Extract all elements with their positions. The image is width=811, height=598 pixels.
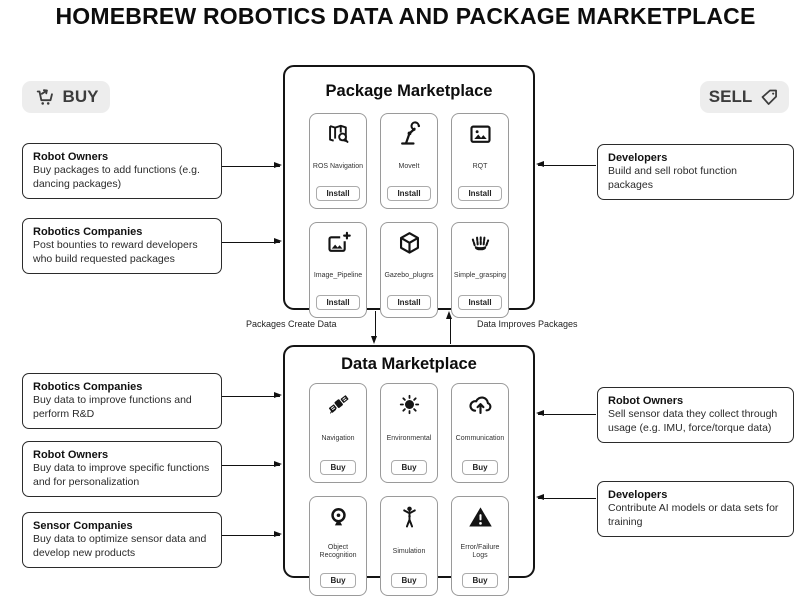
data-card-navigation: Navigation Buy — [309, 383, 367, 483]
buy-button[interactable]: Buy — [462, 573, 498, 588]
data-card-label: Error/Failure Logs — [460, 543, 500, 559]
install-button[interactable]: Install — [387, 185, 431, 201]
package-card-ros-navigation: ROS Navigation Install — [309, 113, 367, 209]
sell-badge-label: SELL — [708, 87, 753, 106]
arrow-robot-owners-sell-to-data-marketplace — [536, 410, 596, 417]
sun-icon — [396, 391, 423, 418]
warning-icon — [467, 504, 494, 531]
buy-button[interactable]: Buy — [320, 459, 356, 475]
package-marketplace-title: Package Marketplace — [325, 82, 493, 100]
map-search-icon — [325, 121, 352, 148]
data-marketplace-box: Data Marketplace Navigation — [283, 345, 535, 596]
sidebox-body: Buy packages to add functions (e.g. danc… — [33, 164, 200, 190]
package-card-label: RQT — [472, 162, 488, 170]
package-card-simple-grasping: Simple_grasping Install — [451, 222, 509, 318]
package-card-label: Image_Pipeline — [313, 271, 363, 279]
sidebox-body: Post bounties to reward developers who b… — [33, 239, 198, 265]
data-card-communication: Communication Buy — [451, 383, 509, 483]
sidebox-robot-owners-sell-data: Robot Owners Sell sensor data they colle… — [597, 387, 794, 443]
sidebox-robot-owners-buy-data: Robot Owners Buy data to improve specifi… — [22, 441, 222, 497]
sidebox-developers-contribute: Developers Contribute AI models or data … — [597, 481, 794, 537]
package-card-label: ROS Navigation — [312, 162, 364, 170]
sidebox-body: Buy data to improve functions and perfor… — [33, 394, 192, 420]
webcam-icon — [325, 504, 352, 531]
data-cards: Navigation Buy Environmental Buy — [285, 383, 533, 596]
buy-button[interactable]: Buy — [462, 459, 498, 475]
data-card-simulation: Simulation Buy — [380, 496, 438, 596]
data-card-label: Communication — [455, 434, 505, 442]
data-card-object-recognition: Object Recognition Buy — [309, 496, 367, 596]
robot-arm-icon — [396, 121, 423, 148]
package-card-image-pipeline: Image_Pipeline Install — [309, 222, 367, 318]
install-button[interactable]: Install — [458, 185, 502, 201]
data-card-label: Environmental — [386, 434, 432, 442]
page-title: HOMEBREW ROBOTICS DATA AND PACKAGE MARKE… — [55, 3, 756, 29]
package-card-label: Gazebo_plugns — [384, 271, 434, 279]
sidebox-robotics-companies-buy-data: Robotics Companies Buy data to improve f… — [22, 373, 222, 429]
sidebox-heading: Robot Owners — [33, 151, 109, 163]
buy-button[interactable]: Buy — [391, 572, 427, 588]
data-card-label: Simulation — [392, 547, 426, 555]
buy-button[interactable]: Buy — [320, 573, 356, 588]
flow-label-packages-create-data: Packages Create Data — [246, 319, 337, 329]
arrow-developers-contribute-to-data-marketplace — [536, 494, 596, 501]
image-plus-icon — [325, 230, 352, 257]
arrow-data-to-package — [446, 311, 453, 344]
package-marketplace-box: Package Marketplace ROS Navigation Insta… — [283, 65, 535, 318]
buy-badge[interactable]: BUY — [22, 81, 110, 113]
arrow-robotics-companies-to-package-marketplace — [222, 238, 282, 245]
sidebox-heading: Robotics Companies — [33, 381, 143, 393]
satellite-icon — [325, 391, 352, 418]
package-card-label: MoveIt — [398, 162, 420, 170]
package-card-rqt: RQT Install — [451, 113, 509, 209]
install-button[interactable]: Install — [387, 294, 431, 310]
arrow-sensor-companies-to-data-marketplace — [222, 531, 282, 538]
data-card-environmental: Environmental Buy — [380, 383, 438, 483]
data-card-label: Object Recognition — [319, 543, 357, 559]
data-card-label: Navigation — [321, 434, 355, 442]
sidebox-heading: Sensor Companies — [33, 520, 133, 532]
data-card-error-failure-logs: Error/Failure Logs Buy — [451, 496, 509, 596]
data-marketplace-title: Data Marketplace — [341, 355, 477, 373]
shopping-cart-icon — [34, 86, 56, 108]
sidebox-sensor-companies: Sensor Companies Buy data to optimize se… — [22, 512, 222, 568]
sidebox-body: Buy data to improve specific functions a… — [33, 462, 210, 488]
package-card-gazebo-plugns: Gazebo_plugns Install — [380, 222, 438, 318]
sidebox-heading: Developers — [608, 489, 668, 501]
cloud-upload-icon — [467, 391, 494, 418]
arrow-package-to-data — [371, 311, 378, 344]
sidebox-robot-owners-buy-packages: Robot Owners Buy packages to add functio… — [22, 143, 222, 199]
sell-badge[interactable]: SELL — [700, 81, 789, 113]
install-button[interactable]: Install — [458, 294, 502, 310]
sidebox-body: Build and sell robot function packages — [608, 165, 737, 191]
mannequin-icon — [396, 504, 423, 531]
price-tag-icon — [759, 87, 780, 108]
sidebox-robotics-companies-bounties: Robotics Companies Post bounties to rewa… — [22, 218, 222, 274]
sidebox-body: Buy data to optimize sensor data and dev… — [33, 533, 207, 559]
sidebox-body: Sell sensor data they collect through us… — [608, 408, 778, 434]
arrow-developers-to-package-marketplace — [536, 161, 596, 168]
sidebox-heading: Robotics Companies — [33, 226, 143, 238]
sidebox-heading: Robot Owners — [608, 395, 684, 407]
package-cards: ROS Navigation Install MoveIt — [285, 113, 533, 318]
sidebox-body: Contribute AI models or data sets for tr… — [608, 502, 779, 528]
image-icon — [467, 121, 494, 148]
hand-icon — [467, 230, 494, 257]
package-card-moveit: MoveIt Install — [380, 113, 438, 209]
sidebox-heading: Robot Owners — [33, 449, 109, 461]
arrow-robot-owners-to-package-marketplace — [222, 162, 282, 169]
package-card-label: Simple_grasping — [453, 271, 507, 279]
sidebox-developers-sell-packages: Developers Build and sell robot function… — [597, 144, 794, 200]
buy-badge-label: BUY — [62, 87, 99, 106]
arrow-robot-owners-to-data-marketplace — [222, 461, 282, 468]
install-button[interactable]: Install — [316, 185, 360, 201]
arrow-robotics-companies-to-data-marketplace — [222, 392, 282, 399]
sidebox-heading: Developers — [608, 152, 668, 164]
cube-icon — [396, 230, 423, 257]
flow-label-data-improves-packages: Data Improves Packages — [477, 319, 578, 329]
install-button[interactable]: Install — [316, 294, 360, 310]
buy-button[interactable]: Buy — [391, 459, 427, 475]
